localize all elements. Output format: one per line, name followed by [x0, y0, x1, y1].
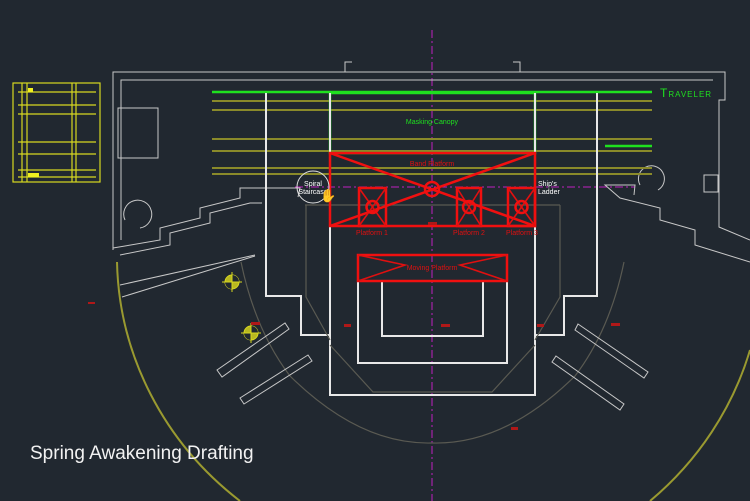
moving-platform-outline: [356, 253, 509, 283]
door-jamb: [344, 61, 352, 72]
platform-1: [357, 186, 388, 228]
title-block: [12, 82, 101, 183]
house-wall: [121, 255, 256, 298]
platform-marker-icon: [365, 199, 380, 215]
platform-marker-icon: [461, 199, 477, 215]
lighting-position-icon: [222, 272, 242, 292]
band-platform-diagonal: [329, 151, 536, 228]
platform-1-label: Platform 1: [356, 230, 388, 237]
moving-platform-label: Moving Platform: [407, 265, 458, 272]
spiral-stair-left: [123, 199, 153, 229]
vomitory-rail: [574, 323, 649, 379]
spiral-staircase-label: Spiral: [304, 181, 322, 188]
band-platform-label: Band Platform: [410, 161, 455, 168]
vomitory-rail: [239, 354, 313, 405]
stage-house-wall: [112, 71, 750, 250]
ships-ladder-label: Ship's: [538, 181, 557, 188]
spiral-stair-right: [637, 165, 665, 191]
traveler-label: Traveler: [660, 86, 712, 100]
title-block-highlight: [28, 88, 33, 92]
band-platform: [328, 151, 537, 228]
house-wall: [119, 254, 256, 286]
moving-platform-diagonal: [456, 254, 508, 282]
stage-deck-outline: [265, 93, 598, 396]
auditorium-arc: [116, 261, 241, 501]
platform-marker-icon: [423, 180, 441, 198]
title-block-border: [12, 82, 101, 183]
spiral-staircase-label: Staircase: [298, 189, 327, 196]
platform-2-label: Platform 2: [453, 230, 485, 237]
spiral-staircase-icon: [296, 170, 330, 204]
ships-ladder-label: Ladder: [538, 189, 560, 196]
innermost-deck: [381, 282, 484, 337]
proscenium-wall-left: [112, 187, 301, 249]
drawing-title: Spring Awakening Drafting: [30, 443, 254, 464]
inner-deck: [357, 282, 508, 364]
vomitory-rail: [551, 355, 625, 411]
apron-line: [534, 205, 561, 341]
apron-line: [329, 344, 536, 393]
linesets: [212, 100, 652, 175]
stage-house-wall-inner: [120, 79, 713, 240]
auditorium-arc: [649, 349, 750, 501]
masking-canopy-label: Masking Canopy: [406, 119, 459, 126]
door-jamb: [513, 61, 521, 72]
apron-line: [305, 205, 331, 341]
house-edge-arc: [240, 261, 625, 444]
platform-2: [455, 186, 483, 228]
proscenium-wall-right: [603, 184, 750, 263]
platform-diagonal: [358, 187, 387, 227]
hand-cursor-icon: ✋: [320, 188, 336, 203]
wall-pocket: [117, 107, 159, 159]
platform-diagonal: [456, 187, 482, 227]
platform-3-label: Platform 3: [506, 230, 538, 237]
dimension-marks: [88, 222, 620, 430]
wall-box: [703, 174, 719, 193]
lighting-position-icon: [241, 323, 261, 343]
title-block-highlight: [28, 173, 39, 177]
platform-marker-icon: [514, 199, 529, 215]
moving-platform: [356, 253, 509, 283]
moving-platform-diagonal: [357, 254, 409, 282]
vomitory-rail: [216, 322, 290, 378]
platform-diagonal: [507, 187, 536, 227]
proscenium-wall-left-inner: [119, 202, 262, 256]
platform-3: [506, 186, 537, 228]
